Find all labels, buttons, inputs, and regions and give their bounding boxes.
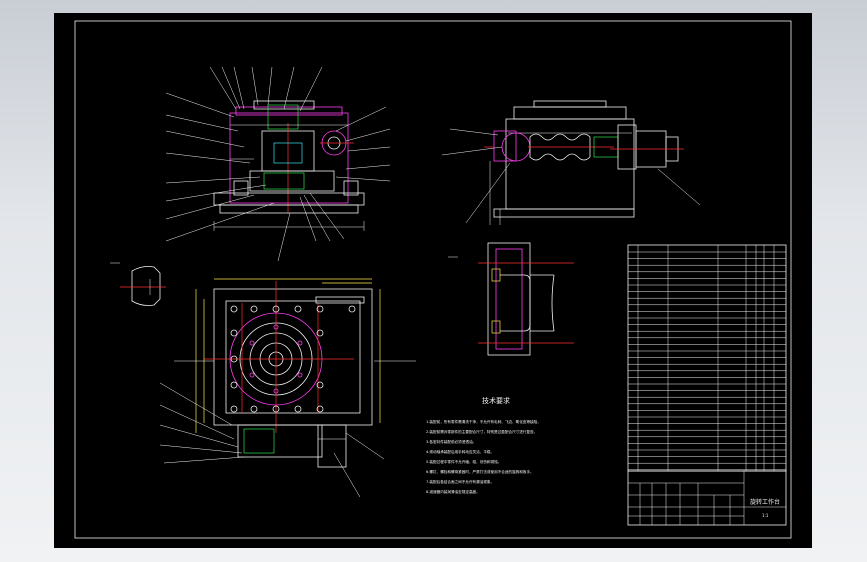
note-line: 8.减速器内装润滑油至规定高度。 [426,489,480,494]
notes-title: 技术要求 [482,396,510,405]
title-block: 旋转工作台 1:1 [627,470,787,526]
drawing-sheet: 技术要求 1.装配前，所有零件需清洗干净，不允许有毛刺、飞边、氧化皮等缺陷。 2… [54,13,812,548]
top-view [159,278,416,498]
detail-view-middle [448,242,574,356]
note-line: 6.螺钉、螺栓和螺母紧固时，严禁打击或使用不合适的旋具和扳手。 [426,469,534,474]
note-line: 7.装配后各结合面之间不允许有漏油现象。 [426,479,494,484]
note-line: 3.各密封件装配前必须浸透油。 [426,439,476,444]
detail-view-left [110,262,166,306]
technical-requirements: 技术要求 1.装配前，所有零件需清洗干净，不允许有毛刺、飞边、氧化皮等缺陷。 2… [426,396,541,494]
side-view [441,100,701,225]
note-line: 2.装配前需对零部件的主要配合尺寸，特别是过盈配合尺寸进行复查。 [426,429,537,434]
drawing-border [74,20,792,539]
note-line: 4.滚动轴承装配后用手转动应灵活、平稳。 [426,449,494,454]
note-line: 5.装配过程中零件不允许磕、碰、划伤和锈蚀。 [426,459,501,464]
front-section-view [165,66,391,262]
title-block-name: 旋转工作台 [750,498,780,506]
drawing-canvas: 技术要求 1.装配前，所有零件需清洗干净，不允许有毛刺、飞边、氧化皮等缺陷。 2… [74,20,792,539]
note-line: 1.装配前，所有零件需清洗干净，不允许有毛刺、飞边、氧化皮等缺陷。 [426,419,541,424]
parts-list-table [627,244,787,472]
title-block-scale: 1:1 [762,513,769,518]
